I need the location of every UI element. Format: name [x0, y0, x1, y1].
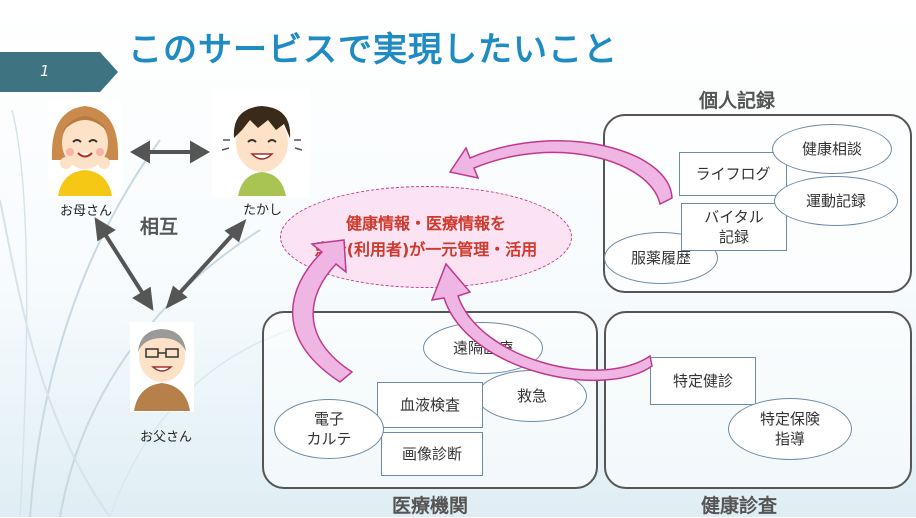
checkup-to-center-arrow: [430, 262, 653, 382]
health-checkup-title: 健康診査: [701, 495, 778, 517]
central-message-line2: 患者(利用者)が一元管理・活用: [314, 240, 538, 259]
takashi-label: たかし: [243, 203, 283, 218]
blood-test-box: 血液検査: [377, 382, 483, 428]
vital-records-box: バイタル 記録: [681, 203, 787, 251]
slide-number: 1: [40, 62, 50, 80]
vital-line1: バイタル: [704, 207, 764, 226]
imaging-diagnosis-box: 画像診断: [381, 432, 483, 476]
father-icon: [130, 322, 194, 412]
lifelog-box: ライフログ: [679, 152, 787, 196]
mother-father-arrow: [94, 217, 154, 311]
electronic-medical-record: 電子 カルテ: [274, 399, 384, 459]
guidance-line1: 特定保険: [759, 409, 820, 428]
takashi-father-arrow: [165, 218, 247, 310]
health-consultation: 健康相談: [772, 124, 892, 174]
mother-label: お母さん: [60, 204, 113, 219]
guidance-line2: 指導: [774, 430, 805, 448]
personal-records-to-center-arrow: [448, 140, 673, 206]
page-title: このサービスで実現したいこと: [128, 30, 618, 70]
father-label: お父さん: [140, 430, 193, 445]
mother-icon: [48, 101, 122, 197]
medical-institution-title: 医療機関: [392, 495, 469, 517]
exercise-records: 運動記録: [774, 176, 898, 226]
slide-number-tab: [0, 52, 118, 92]
personal-records-title: 個人記録: [699, 90, 776, 112]
central-message: 健康情報・医療情報を 患者(利用者)が一元管理・活用: [280, 186, 572, 288]
vital-line2: 記録: [718, 228, 749, 246]
mutual-label: 相互: [140, 216, 179, 238]
takashi-icon: [212, 89, 310, 197]
specific-checkup-box: 特定健診: [650, 357, 756, 405]
emr-line1: 電子: [313, 409, 344, 428]
central-message-line1: 健康情報・医療情報を: [345, 214, 506, 234]
specific-health-guidance: 特定保険 指導: [728, 398, 852, 460]
emr-line2: カルテ: [306, 430, 352, 448]
center-to-medical-arrow: [292, 239, 354, 383]
mother-takashi-arrow: [129, 140, 211, 164]
